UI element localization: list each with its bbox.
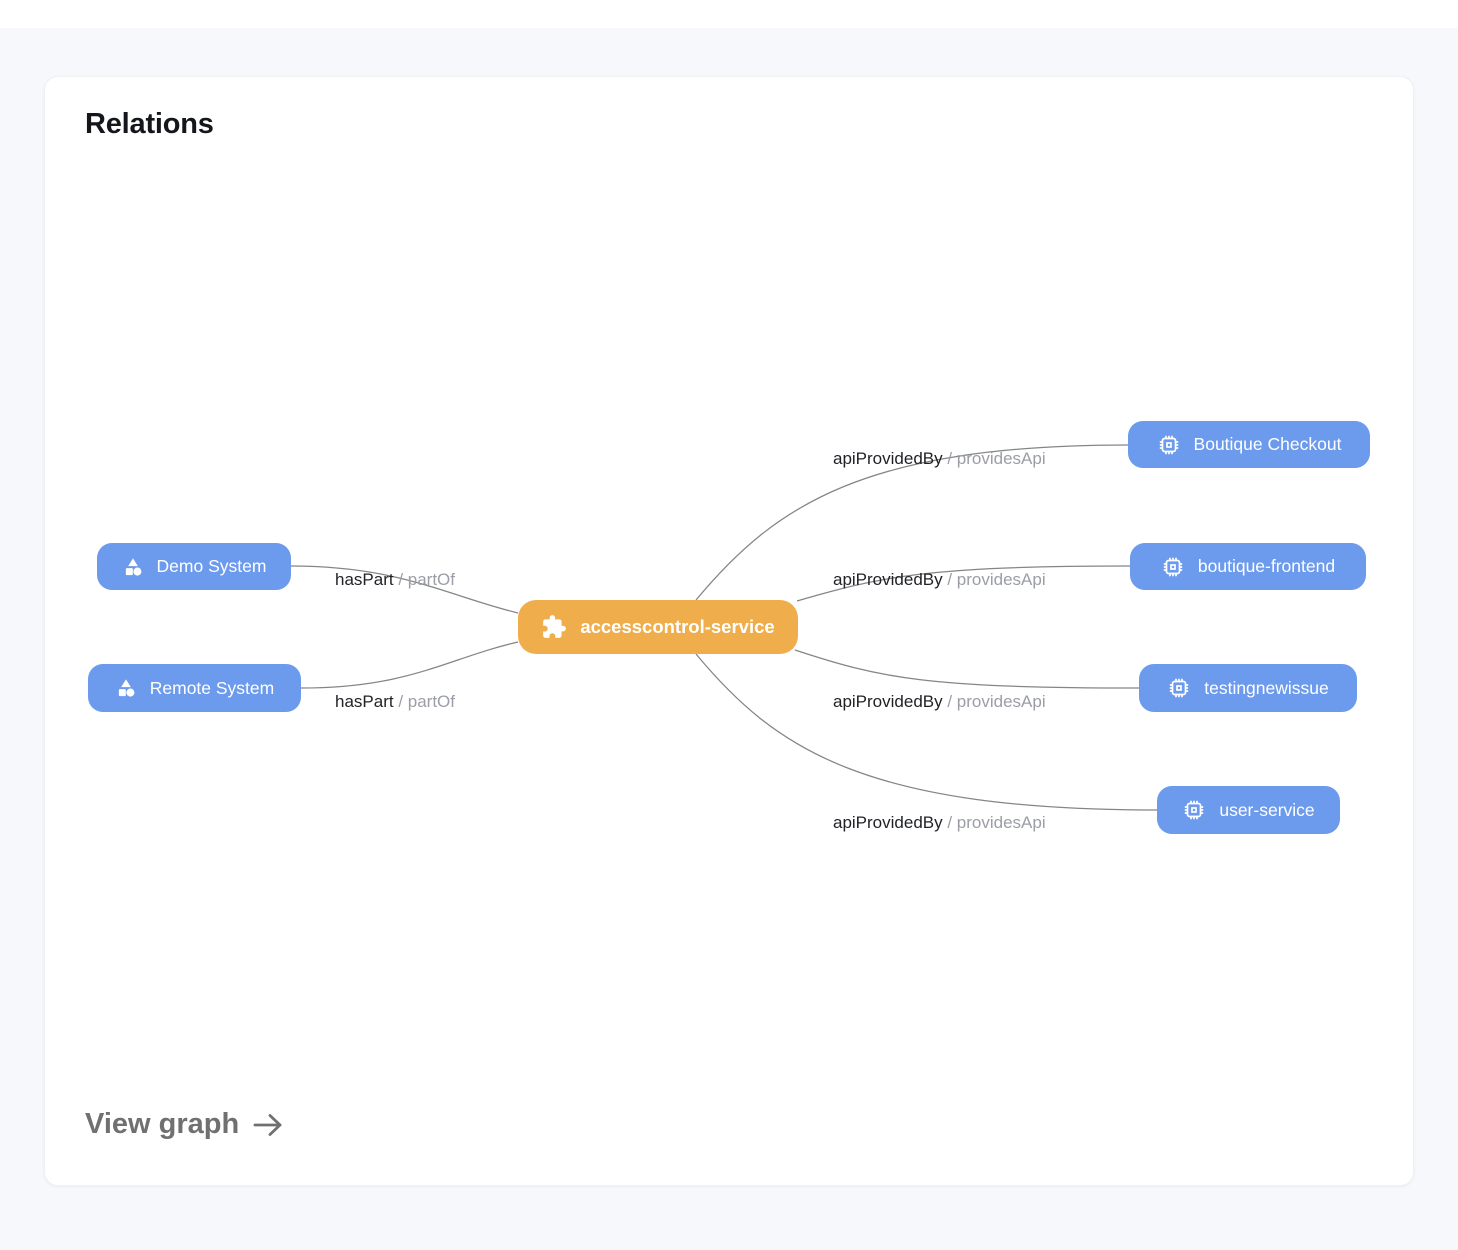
edge-label-api-boutique-checkout: apiProvidedBy / providesApi — [833, 449, 1046, 469]
entity-node-accesscontrol-service[interactable]: accesscontrol-service — [518, 600, 798, 654]
system-icon — [115, 677, 137, 699]
arrow-right-icon — [251, 1110, 285, 1140]
relation-separator: / — [942, 813, 957, 832]
relation-separator: / — [393, 692, 408, 711]
relation-inverse: providesApi — [956, 570, 1046, 589]
api-chip-icon — [1167, 676, 1191, 700]
puzzle-icon — [541, 614, 567, 640]
edge-label-api-boutique-frontend: apiProvidedBy / providesApi — [833, 570, 1046, 590]
entity-node-label: accesscontrol-service — [580, 616, 775, 637]
edge-label-api-testingnewissue: apiProvidedBy / providesApi — [833, 692, 1046, 712]
entity-node-boutique-checkout[interactable]: Boutique Checkout — [1128, 421, 1370, 468]
top-strip — [0, 0, 1458, 28]
view-graph-label: View graph — [85, 1108, 240, 1140]
entity-node-testingnewissue[interactable]: testingnewissue — [1139, 664, 1357, 712]
entity-node-label: user-service — [1219, 799, 1315, 820]
relation-name: apiProvidedBy — [833, 692, 943, 711]
relation-name: apiProvidedBy — [833, 449, 943, 468]
entity-node-label: Remote System — [149, 677, 275, 698]
entity-node-label: boutique-frontend — [1197, 556, 1336, 576]
relation-inverse: partOf — [407, 570, 456, 589]
api-chip-icon — [1157, 433, 1181, 457]
relation-inverse: providesApi — [956, 813, 1046, 832]
api-chip-icon — [1182, 798, 1206, 822]
entity-node-demo-system[interactable]: Demo System — [97, 543, 291, 590]
view-graph-link[interactable]: View graph — [85, 1108, 285, 1141]
relation-separator: / — [942, 449, 957, 468]
edge-label-haspart-demo: hasPart / partOf — [335, 570, 455, 590]
edge-label-api-user-service: apiProvidedBy / providesApi — [833, 813, 1046, 833]
entity-node-label: Boutique Checkout — [1193, 434, 1342, 454]
relation-name: hasPart — [335, 570, 394, 589]
entity-node-user-service[interactable]: user-service — [1157, 786, 1340, 834]
relation-inverse: partOf — [407, 692, 456, 711]
relation-name: apiProvidedBy — [833, 570, 943, 589]
relation-inverse: providesApi — [956, 692, 1046, 711]
relation-separator: / — [942, 570, 957, 589]
entity-node-boutique-frontend[interactable]: boutique-frontend — [1130, 543, 1366, 590]
page-title: Relations — [85, 108, 214, 140]
relation-name: apiProvidedBy — [833, 813, 943, 832]
entity-node-label: testingnewissue — [1204, 677, 1329, 698]
relation-separator: / — [942, 692, 957, 711]
system-icon — [122, 556, 144, 578]
entity-node-remote-system[interactable]: Remote System — [88, 664, 301, 712]
edge-label-haspart-remote: hasPart / partOf — [335, 692, 455, 712]
relation-name: hasPart — [335, 692, 394, 711]
entity-node-label: Demo System — [156, 556, 267, 576]
relation-inverse: providesApi — [956, 449, 1046, 468]
relation-separator: / — [393, 570, 408, 589]
api-chip-icon — [1161, 555, 1185, 579]
